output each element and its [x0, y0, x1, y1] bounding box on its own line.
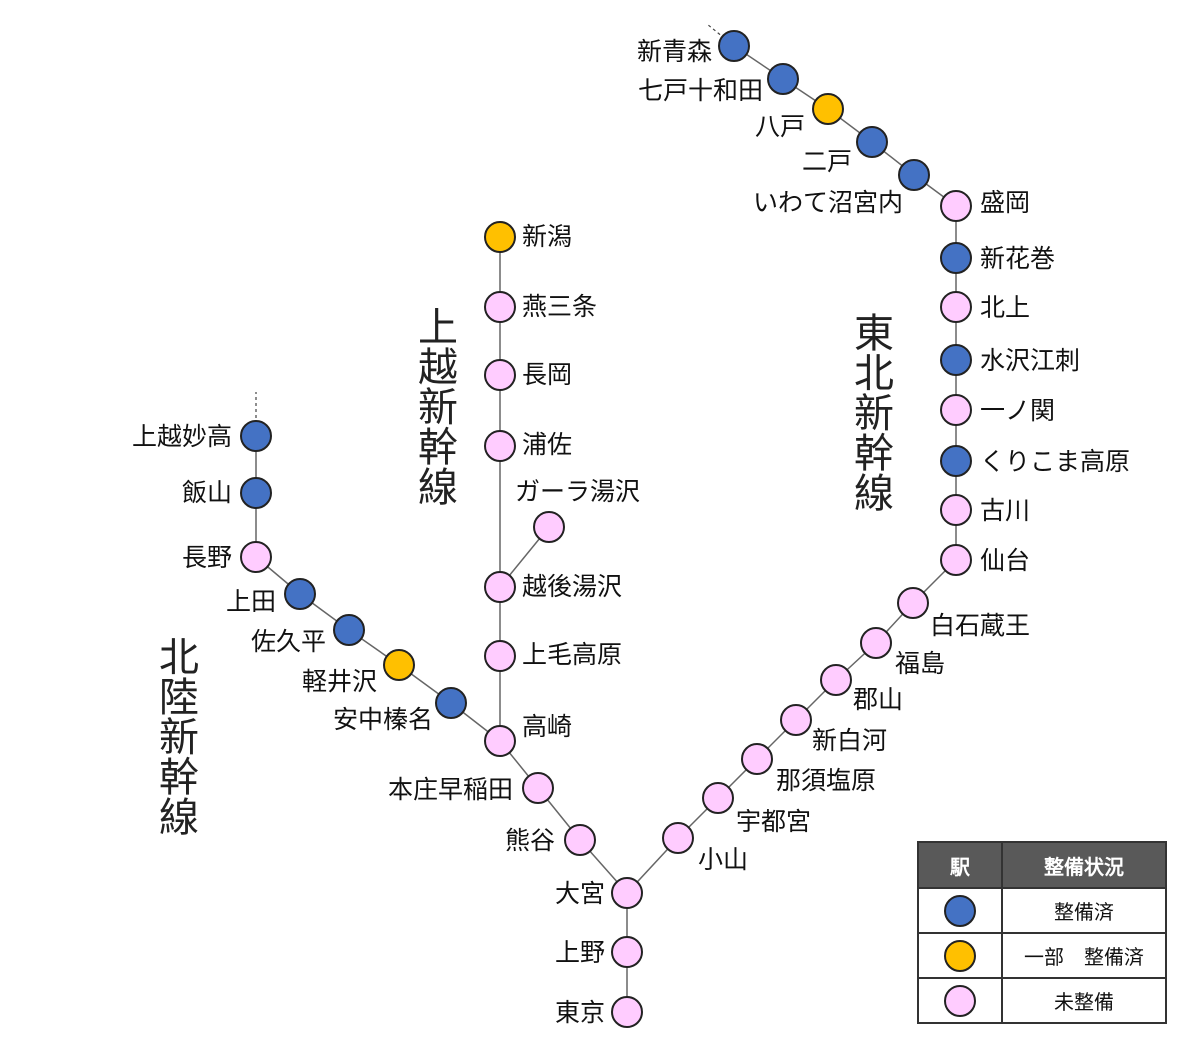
station-label-ueda: 上田: [226, 587, 276, 616]
legend-label: 一部 整備済: [1001, 932, 1167, 979]
station-marker-nagano: [240, 541, 272, 573]
station-label-ichinoseki: 一ノ関: [980, 396, 1055, 425]
track-segment: [499, 237, 628, 894]
station-marker-ueno: [611, 936, 643, 968]
station-label-ueno: 上野: [555, 938, 605, 967]
station-label-shinhanamaki: 新花巻: [980, 244, 1055, 273]
station-marker-shinshirakawa: [780, 704, 812, 736]
station-marker-jomokogen: [484, 640, 516, 672]
station-label-koriyama: 郡山: [853, 685, 903, 714]
station-marker-galayuzawa: [533, 511, 565, 543]
legend-row: 整備済: [917, 887, 1167, 934]
hokuriku-shinkansen-label: 北陸新幹線: [152, 636, 198, 836]
legend-header-status: 整備状況: [1001, 841, 1167, 889]
station-label-karuizawa: 軽井沢: [302, 667, 377, 696]
station-label-shichinohe: 七戸十和田: [638, 76, 763, 105]
station-marker-ichinoseki: [940, 394, 972, 426]
station-marker-annakaharuna: [435, 687, 467, 719]
station-label-jomokogen: 上毛高原: [522, 640, 622, 669]
station-label-kurikoma: くりこま高原: [980, 447, 1130, 476]
station-marker-shichinohe: [767, 63, 799, 95]
legend-row: 未整備: [917, 977, 1167, 1024]
station-label-takasaki: 高崎: [522, 712, 572, 741]
station-label-tsubamesanjo: 燕三条: [522, 292, 597, 321]
joetsu-shinkansen-label: 上越新幹線: [411, 306, 457, 506]
tohoku-shinkansen-label: 東北新幹線: [847, 312, 893, 512]
station-label-joetsumyoko: 上越妙高: [132, 422, 232, 451]
station-label-annakaharuna: 安中榛名: [333, 705, 433, 734]
station-label-shinaomori: 新青森: [637, 37, 712, 66]
station-marker-hachinohe: [812, 93, 844, 125]
station-marker-kitakami: [940, 291, 972, 323]
station-label-utsunomiya: 宇都宮: [736, 807, 811, 836]
station-label-sendai: 仙台: [980, 546, 1030, 575]
station-markers: [240, 30, 972, 1028]
station-marker-niigata: [484, 221, 516, 253]
station-label-omiya: 大宮: [555, 879, 605, 908]
station-marker-nasushiobara: [741, 743, 773, 775]
station-marker-tsubamesanjo: [484, 291, 516, 323]
station-marker-honjo: [522, 772, 554, 804]
legend-header-station: 駅: [917, 841, 1003, 889]
legend-partial-marker-icon: [944, 939, 976, 972]
station-label-morioka: 盛岡: [980, 188, 1030, 217]
station-marker-utsunomiya: [702, 782, 734, 814]
station-marker-nagaoka: [484, 359, 516, 391]
station-label-tokyo: 東京: [555, 998, 605, 1027]
station-marker-karuizawa: [383, 649, 415, 681]
station-marker-furukawa: [940, 494, 972, 526]
station-label-nagaoka: 長岡: [522, 360, 572, 389]
station-marker-ueda: [284, 578, 316, 610]
station-label-kitakami: 北上: [980, 293, 1030, 322]
station-label-iwatenumakunai: いわて沼宮内: [753, 188, 903, 217]
station-marker-urasa: [484, 430, 516, 462]
station-label-nasushiobara: 那須塩原: [776, 766, 876, 795]
station-marker-mizusawaesashi: [940, 344, 972, 376]
station-marker-echigoyuzawa: [484, 571, 516, 603]
station-label-urasa: 浦佐: [522, 430, 572, 459]
station-marker-omiya: [611, 877, 643, 909]
station-marker-kurikoma: [940, 445, 972, 477]
station-marker-joetsumyoko: [240, 420, 272, 452]
station-label-ninohe: 二戸: [802, 147, 852, 176]
station-label-iiyama: 飯山: [182, 478, 232, 507]
station-label-fukushima: 福島: [895, 649, 945, 678]
legend-label: 整備済: [1001, 887, 1167, 934]
station-marker-koriyama: [820, 664, 852, 696]
station-marker-tokyo: [611, 996, 643, 1028]
station-label-honjo: 本庄早稲田: [388, 775, 513, 804]
station-marker-morioka: [940, 190, 972, 222]
station-marker-takasaki: [484, 725, 516, 757]
station-label-mizusawaesashi: 水沢江刺: [980, 346, 1080, 375]
station-label-nagano: 長野: [182, 543, 232, 572]
station-label-sakudaira: 佐久平: [251, 627, 326, 656]
station-label-shiroishizao: 白石蔵王: [930, 611, 1030, 640]
station-label-hachinohe: 八戸: [755, 112, 805, 141]
station-marker-sendai: [940, 544, 972, 576]
station-marker-shiroishizao: [897, 587, 929, 619]
legend-unbuilt-marker-icon: [944, 984, 976, 1017]
station-marker-ninohe: [856, 126, 888, 158]
station-label-shinshirakawa: 新白河: [812, 726, 887, 755]
station-label-galayuzawa: ガーラ湯沢: [515, 477, 640, 506]
station-label-niigata: 新潟: [522, 222, 572, 251]
station-marker-iwatenumakunai: [898, 159, 930, 191]
station-label-kumagaya: 熊谷: [505, 826, 555, 855]
station-marker-fukushima: [860, 627, 892, 659]
legend-row: 一部 整備済: [917, 932, 1167, 979]
station-marker-shinhanamaki: [940, 242, 972, 274]
legend-label: 未整備: [1001, 977, 1167, 1024]
legend-built-marker-icon: [944, 894, 976, 927]
station-label-echigoyuzawa: 越後湯沢: [522, 572, 622, 601]
station-marker-oyama: [662, 822, 694, 854]
station-marker-kumagaya: [564, 824, 596, 856]
legend-table: 駅 整備状況 整備済 一部 整備済 未整備: [917, 841, 1167, 1024]
station-marker-shinaomori: [718, 30, 750, 62]
station-marker-iiyama: [240, 477, 272, 509]
station-label-furukawa: 古川: [980, 496, 1030, 525]
station-label-oyama: 小山: [698, 845, 748, 874]
station-marker-sakudaira: [333, 614, 365, 646]
